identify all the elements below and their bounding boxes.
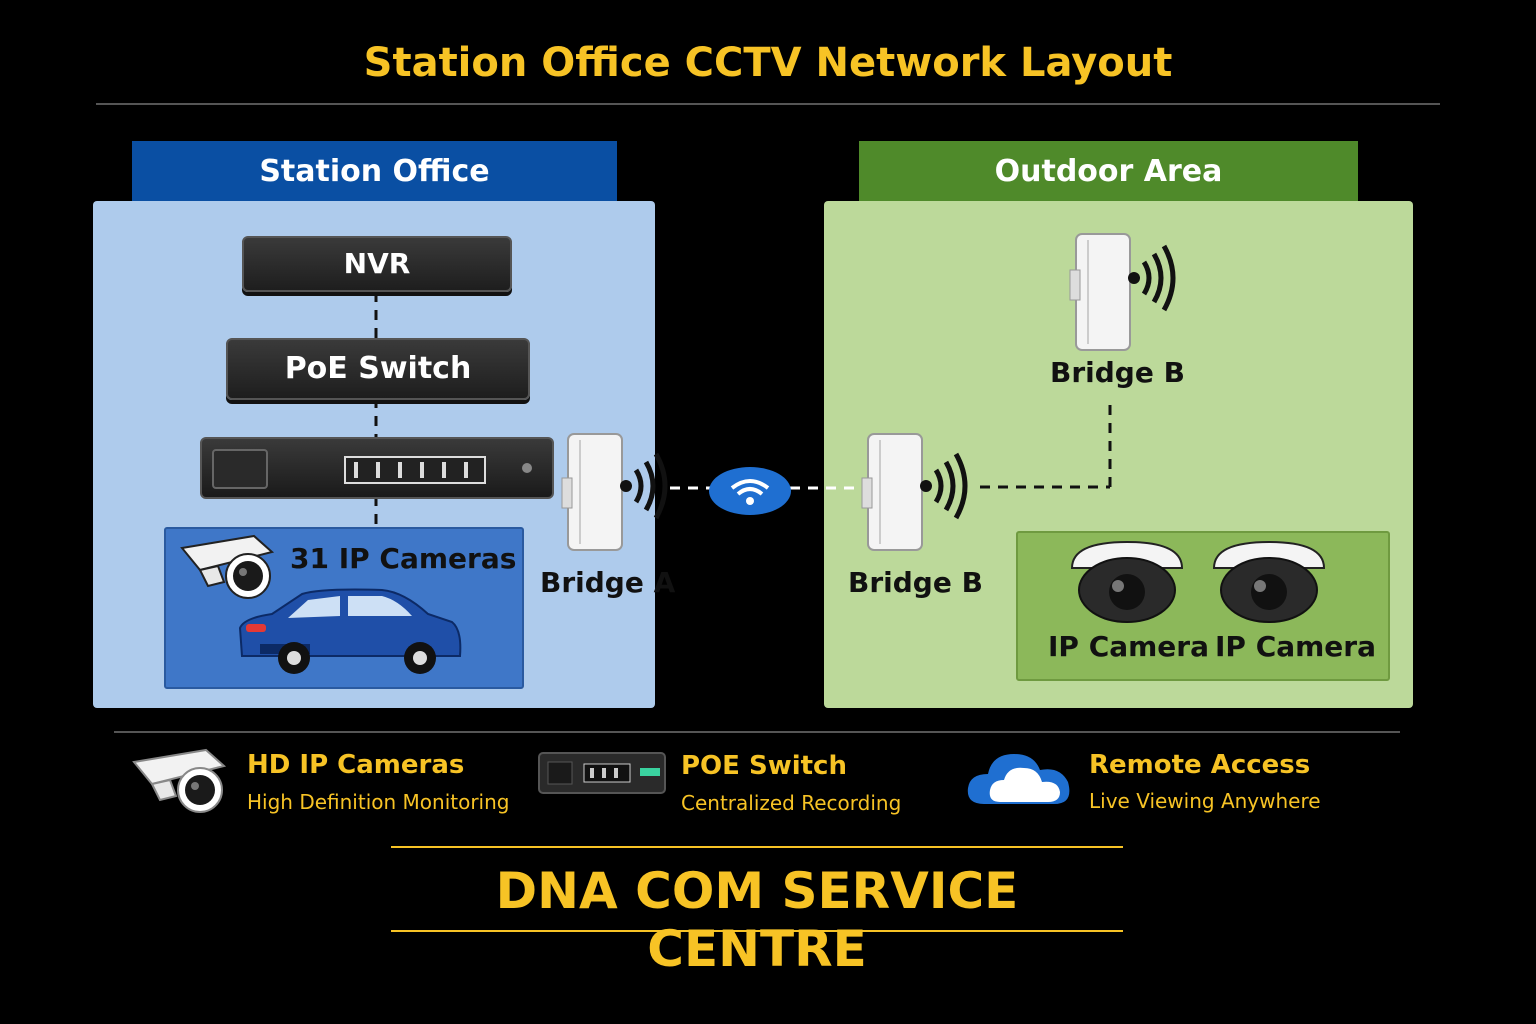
switch-hardware: [200, 437, 554, 499]
title-divider: [96, 103, 1440, 105]
legend-divider: [114, 731, 1400, 733]
car-icon: [238, 588, 462, 674]
outdoor-area-tab: Outdoor Area: [859, 141, 1358, 203]
nvr-device: NVR: [242, 236, 512, 292]
footer-rule-bottom: [391, 930, 1123, 932]
dome-camera-icon: [1070, 540, 1184, 623]
poe-switch-device: PoE Switch: [226, 338, 530, 400]
bridge-b-lower-icon: [861, 433, 968, 551]
switch-panel: [212, 449, 268, 489]
switch-ports: [344, 456, 486, 484]
switch-led: [522, 463, 532, 473]
legend-cloud-icon: [967, 754, 1070, 804]
camera-icon: [180, 534, 275, 599]
footer-rule-top: [391, 846, 1123, 848]
station-office-tab: Station Office: [132, 141, 617, 203]
bridge-b-upper-icon: [1069, 233, 1176, 351]
legend-title-3: Remote Access: [1089, 750, 1311, 780]
cameras-count-label: 31 IP Cameras: [290, 542, 517, 575]
bridge-b-lower-label: Bridge B: [848, 566, 983, 599]
legend-camera-icon: [132, 748, 227, 813]
legend-subtitle-2: Centralized Recording: [681, 791, 902, 815]
bridge-a-icon: [561, 433, 668, 551]
legend-title-1: HD IP Cameras: [247, 750, 465, 780]
wifi-icon: [709, 467, 791, 515]
outdoor-camera-label-1: IP Camera: [1048, 630, 1209, 663]
legend-subtitle-1: High Definition Monitoring: [247, 790, 510, 814]
bridge-b-upper-label: Bridge B: [1050, 356, 1185, 389]
outdoor-camera-label-2: IP Camera: [1215, 630, 1376, 663]
legend-title-2: POE Switch: [681, 751, 847, 781]
bridge-a-label: Bridge A: [540, 566, 676, 599]
legend-subtitle-3: Live Viewing Anywhere: [1089, 789, 1321, 813]
footer-brand: DNA COM SERVICE CENTRE: [495, 862, 1019, 978]
dome-camera-icon-2: [1212, 540, 1326, 623]
legend-switch-icon: [538, 752, 666, 794]
page-title: Station Office CCTV Network Layout: [363, 40, 1173, 86]
